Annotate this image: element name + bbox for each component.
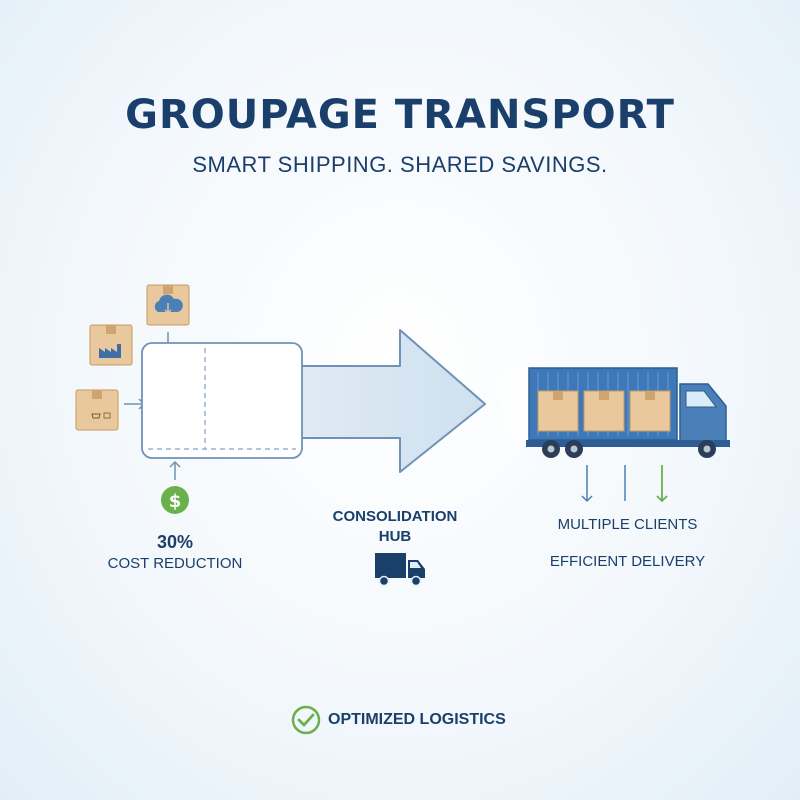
hub-label: CONSOLIDATION	[332, 508, 458, 525]
truck-wheel	[698, 440, 716, 458]
consolidation-hub-container	[141, 342, 303, 459]
parcel-icon	[75, 389, 119, 431]
delivery-truck	[526, 367, 730, 458]
delivery-truck-icon	[375, 553, 425, 587]
cargo-box	[583, 390, 625, 432]
page-title: GROUPAGE TRANSPORT	[125, 92, 675, 138]
parcel-icon	[89, 324, 133, 366]
page-subtitle: SMART SHIPPING. SHARED SAVINGS.	[192, 152, 608, 177]
hub-label-line2: HUB	[378, 528, 412, 545]
cargo-box	[629, 390, 671, 432]
multiple-clients-label: MULTIPLE CLIENTS	[557, 516, 698, 533]
motion-streak	[478, 368, 530, 440]
check-circle-icon	[291, 705, 321, 735]
svg-text:$: $	[169, 491, 182, 512]
truck-wheel	[565, 440, 583, 458]
arrow-right-icon	[124, 398, 146, 410]
footer-label: OPTIMIZED LOGISTICS	[328, 711, 506, 728]
cargo-box	[537, 390, 579, 432]
truck-wheel	[542, 440, 560, 458]
savings-label: COST REDUCTION	[107, 555, 243, 572]
arrow-up-icon	[169, 460, 181, 480]
savings-percent: 30%	[156, 532, 194, 552]
dollar-icon: $	[161, 486, 189, 514]
parcel-icon	[146, 284, 190, 326]
efficient-delivery-label: EFFICIENT DELIVERY	[549, 553, 706, 570]
arrow-down-icon	[656, 465, 668, 503]
arrow-down-icon	[581, 465, 593, 503]
